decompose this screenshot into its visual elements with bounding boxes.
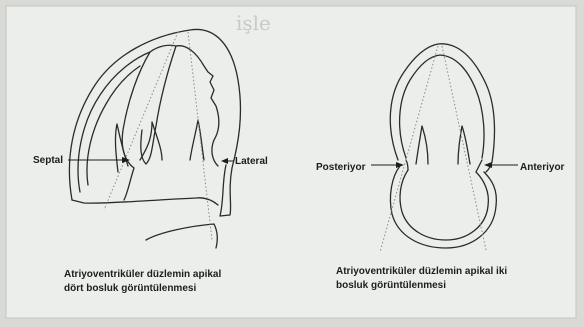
four-chamber-caption-line-2: dört bosluk görüntülenmesi	[64, 283, 196, 294]
lateral-label: Lateral	[235, 156, 268, 167]
septal-label: Septal	[33, 155, 63, 166]
two-chamber-caption-line-1: Atriyoventriküler düzlemin apikal iki	[336, 266, 507, 277]
two-chamber-caption-line-2: bosluk görüntülenmesi	[336, 280, 446, 291]
background-watermark-text: işle	[236, 11, 271, 35]
anterior-label: Anteriyor	[520, 162, 565, 173]
posterior-label: Posteriyor	[316, 162, 366, 173]
four-chamber-caption-line-1: Atriyoventriküler düzlemin apikal	[64, 269, 221, 280]
